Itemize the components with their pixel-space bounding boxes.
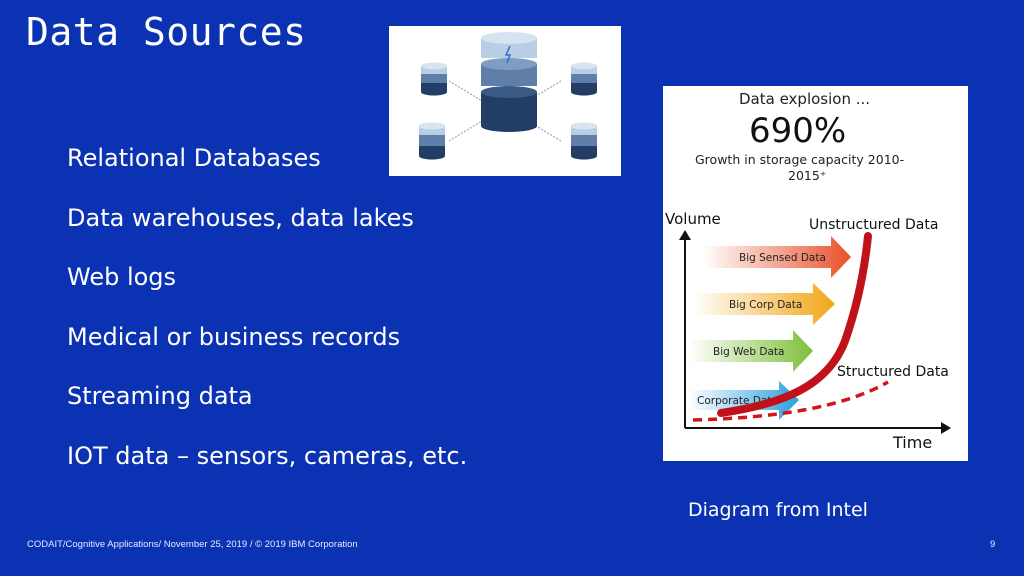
unstructured-curve [717, 232, 872, 417]
diagram-growth-line1: Growth in storage capacity 2010- [695, 152, 904, 167]
small-database-icon [419, 122, 445, 160]
small-database-icon [421, 62, 447, 96]
small-database-icon [571, 122, 597, 160]
arrow-corporate-data [689, 381, 799, 420]
bullet-item: Streaming data [67, 382, 253, 410]
database-network-icon [419, 32, 597, 160]
diagram-headline: Data explosion ... [739, 90, 870, 108]
arrow-label: Big Sensed Data [739, 252, 826, 264]
slide-title: Data Sources [26, 10, 307, 54]
bullet-item: IOT data – sensors, cameras, etc. [67, 441, 468, 470]
arrow-big-corp-data [693, 283, 835, 325]
unstructured-label: Unstructured Data [809, 217, 938, 233]
connector-line [448, 80, 488, 105]
connector-line [448, 117, 488, 142]
diagram-big-number: 690% [749, 111, 846, 151]
small-database-icon [571, 62, 597, 96]
arrow-label: Big Web Data [713, 346, 784, 358]
bullet-item: Web logs [67, 263, 177, 291]
bullet-item: Medical or business records [67, 322, 401, 351]
database-illustration [389, 26, 621, 176]
structured-label: Structured Data [837, 364, 949, 380]
central-database-icon [481, 32, 537, 132]
intel-diagram: Data explosion ... 690% Growth in storag… [663, 86, 968, 461]
data-explosion-diagram: Data explosion ... 690% Growth in storag… [665, 90, 951, 452]
connector-line [522, 80, 562, 105]
arrow-label: Big Corp Data [729, 299, 802, 311]
slide-footer: CODAIT/Cognitive Applications/ November … [27, 539, 358, 550]
page-number: 9 [990, 539, 996, 550]
x-axis-label: Time [892, 433, 932, 452]
bullet-item: Data warehouses, data lakes [67, 203, 414, 232]
arrow-big-sensed-data [703, 236, 851, 278]
structured-curve [692, 380, 889, 422]
diagram-caption: Diagram from Intel [688, 499, 868, 521]
diagram-growth-line2: 2015⁺ [788, 168, 826, 183]
arrow-big-web-data [689, 330, 813, 372]
bullet-item: Relational Databases [67, 144, 321, 172]
connector-line [522, 117, 562, 142]
y-axis-label: Volume [665, 210, 721, 228]
bullet-list: Relational Databases Data warehouses, da… [67, 142, 467, 499]
diagram-axes [679, 230, 951, 434]
